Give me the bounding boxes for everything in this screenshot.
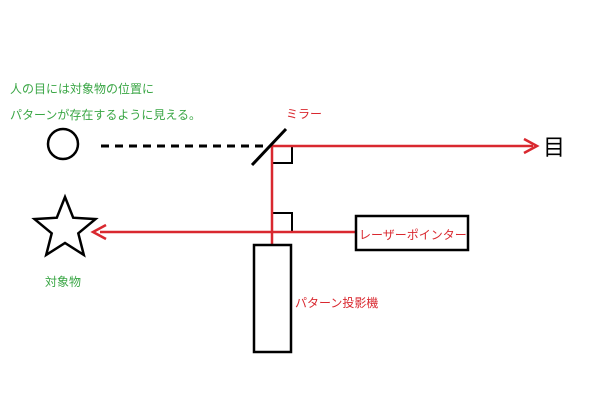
- object-star: [31, 193, 99, 258]
- annotation-line-1: 人の目には対象物の位置に: [10, 81, 154, 96]
- annotation-line-2: パターンが存在するように見える。: [10, 107, 201, 122]
- apparent-pattern-circle: [46, 127, 80, 161]
- laser-pointer-label: レーザーポインター: [359, 228, 467, 242]
- laser-pointer-box: [354, 214, 470, 252]
- eye-label: 目: [543, 136, 565, 161]
- mirror: [250, 127, 288, 167]
- mirror-label: ミラー: [286, 107, 322, 121]
- right-angle-marker-upper: [272, 145, 293, 164]
- laser-beam-arrowhead: [90, 223, 107, 241]
- object-label: 対象物: [45, 275, 81, 289]
- pattern-projector-box: [252, 243, 293, 354]
- right-angle-marker-lower: [272, 212, 293, 232]
- pattern-projector-label: パターン投影機: [295, 295, 378, 310]
- beam-to-eye-arrowhead: [523, 137, 540, 155]
